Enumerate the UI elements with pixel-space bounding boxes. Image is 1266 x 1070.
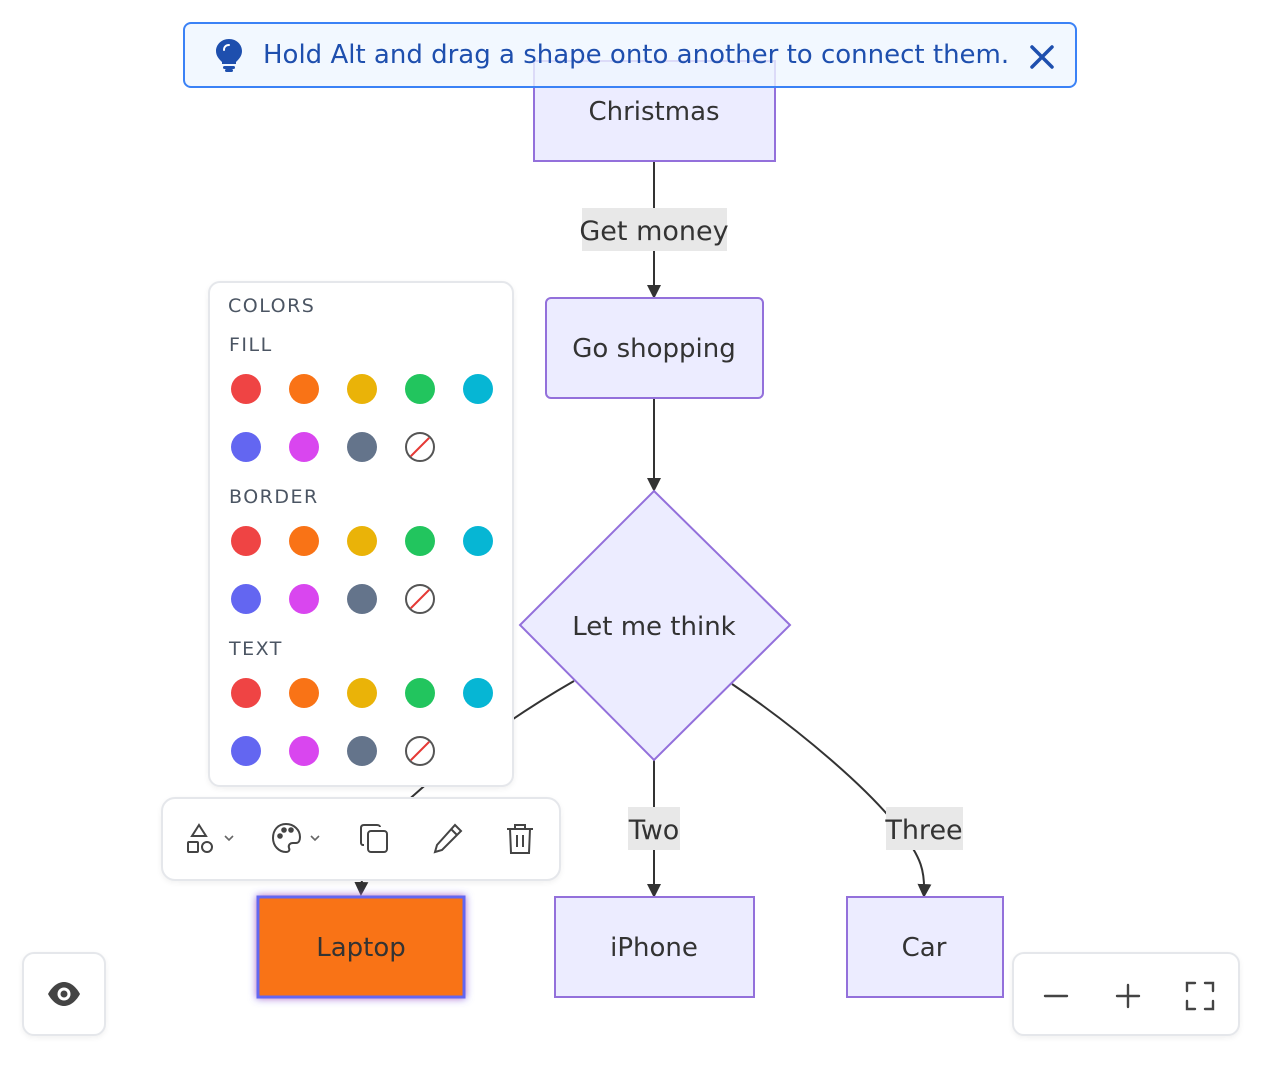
section-label-fill: FILL	[229, 334, 273, 356]
fill-swatch[interactable]	[231, 432, 261, 462]
fill-swatch[interactable]	[405, 374, 435, 404]
node-shape	[554, 896, 755, 998]
chevron-down-icon	[310, 835, 320, 842]
fill-swatch[interactable]	[347, 374, 377, 404]
section-label-border: BORDER	[229, 486, 319, 508]
eye-icon	[48, 982, 80, 1006]
border-swatch-none[interactable]	[405, 584, 435, 614]
duplicate-button[interactable]	[358, 821, 392, 859]
edge-label-get-money: Get money	[579, 208, 729, 251]
node-go-shopping[interactable]: Go shopping	[545, 297, 764, 399]
node-iphone[interactable]: iPhone	[554, 896, 755, 998]
border-swatch[interactable]	[347, 526, 377, 556]
node-shape-selected	[256, 895, 466, 999]
fill-swatch[interactable]	[289, 432, 319, 462]
shapes-icon	[187, 823, 213, 853]
text-swatch[interactable]	[231, 736, 261, 766]
panel-title: COLORS	[228, 295, 316, 317]
edge-label-bg	[886, 807, 963, 850]
edge-label-text: Get money	[579, 216, 728, 247]
duplicate-icon	[360, 824, 388, 853]
fill-swatch-none[interactable]	[405, 432, 435, 462]
edge-label-text: Three	[884, 815, 962, 846]
node-label: Christmas	[588, 97, 719, 127]
edit-button[interactable]	[431, 821, 465, 859]
color-picker-panel: COLORS FILL BORDER TEXT	[208, 281, 514, 787]
zoom-in-button[interactable]	[1110, 978, 1146, 1014]
border-swatch[interactable]	[347, 584, 377, 614]
border-swatch[interactable]	[231, 584, 261, 614]
node-shape	[846, 896, 1004, 998]
zoom-out-icon	[1043, 994, 1069, 998]
preview-toggle-button[interactable]	[22, 952, 106, 1036]
fill-swatch[interactable]	[463, 374, 493, 404]
text-swatch[interactable]	[289, 678, 319, 708]
fill-swatch[interactable]	[289, 374, 319, 404]
tip-banner: Hold Alt and drag a shape onto another t…	[183, 22, 1077, 88]
node-label: iPhone	[610, 933, 698, 963]
edge-label-two: Two	[628, 807, 680, 850]
border-swatch[interactable]	[289, 584, 319, 614]
border-swatch[interactable]	[463, 526, 493, 556]
border-swatch[interactable]	[289, 526, 319, 556]
node-shape	[545, 297, 764, 399]
delete-button[interactable]	[503, 821, 537, 859]
zoom-controls	[1012, 952, 1240, 1036]
text-swatch[interactable]	[347, 736, 377, 766]
zoom-in-icon	[1115, 983, 1141, 1009]
palette-icon	[271, 822, 302, 854]
chevron-down-icon	[224, 835, 234, 842]
edge-label-three: Three	[884, 807, 963, 850]
node-let-me-think[interactable]: Let me think	[518, 489, 792, 762]
text-swatch[interactable]	[405, 678, 435, 708]
close-icon[interactable]	[1027, 42, 1057, 72]
node-label: Go shopping	[572, 334, 735, 364]
node-toolbar	[161, 797, 561, 881]
section-label-text: TEXT	[229, 638, 283, 660]
node-label: Car	[902, 933, 947, 963]
node-shape	[518, 489, 792, 762]
shape-menu-button[interactable]	[185, 821, 237, 859]
node-label: Let me think	[572, 612, 736, 642]
fit-screen-icon	[1185, 981, 1215, 1011]
fill-swatch[interactable]	[231, 374, 261, 404]
node-laptop[interactable]: Laptop	[256, 895, 466, 999]
border-swatch[interactable]	[405, 526, 435, 556]
edge-label-bg	[628, 807, 680, 850]
color-menu-button[interactable]	[271, 821, 323, 859]
text-swatch[interactable]	[231, 678, 261, 708]
edge-think-car[interactable]	[731, 683, 932, 898]
text-swatch[interactable]	[289, 736, 319, 766]
border-swatch[interactable]	[231, 526, 261, 556]
edge-label-bg	[582, 208, 727, 251]
delete-icon	[507, 824, 533, 854]
edge-label-text: Two	[628, 815, 680, 846]
node-label: Laptop	[316, 933, 406, 963]
tip-text: Hold Alt and drag a shape onto another t…	[263, 40, 1010, 70]
text-swatch[interactable]	[463, 678, 493, 708]
fit-screen-button[interactable]	[1182, 978, 1218, 1014]
lightbulb-icon	[216, 39, 242, 72]
text-swatch[interactable]	[347, 678, 377, 708]
text-swatch-none[interactable]	[405, 736, 435, 766]
zoom-out-button[interactable]	[1038, 978, 1074, 1014]
fill-swatch[interactable]	[347, 432, 377, 462]
node-car[interactable]: Car	[846, 896, 1004, 998]
edit-icon	[433, 823, 463, 854]
